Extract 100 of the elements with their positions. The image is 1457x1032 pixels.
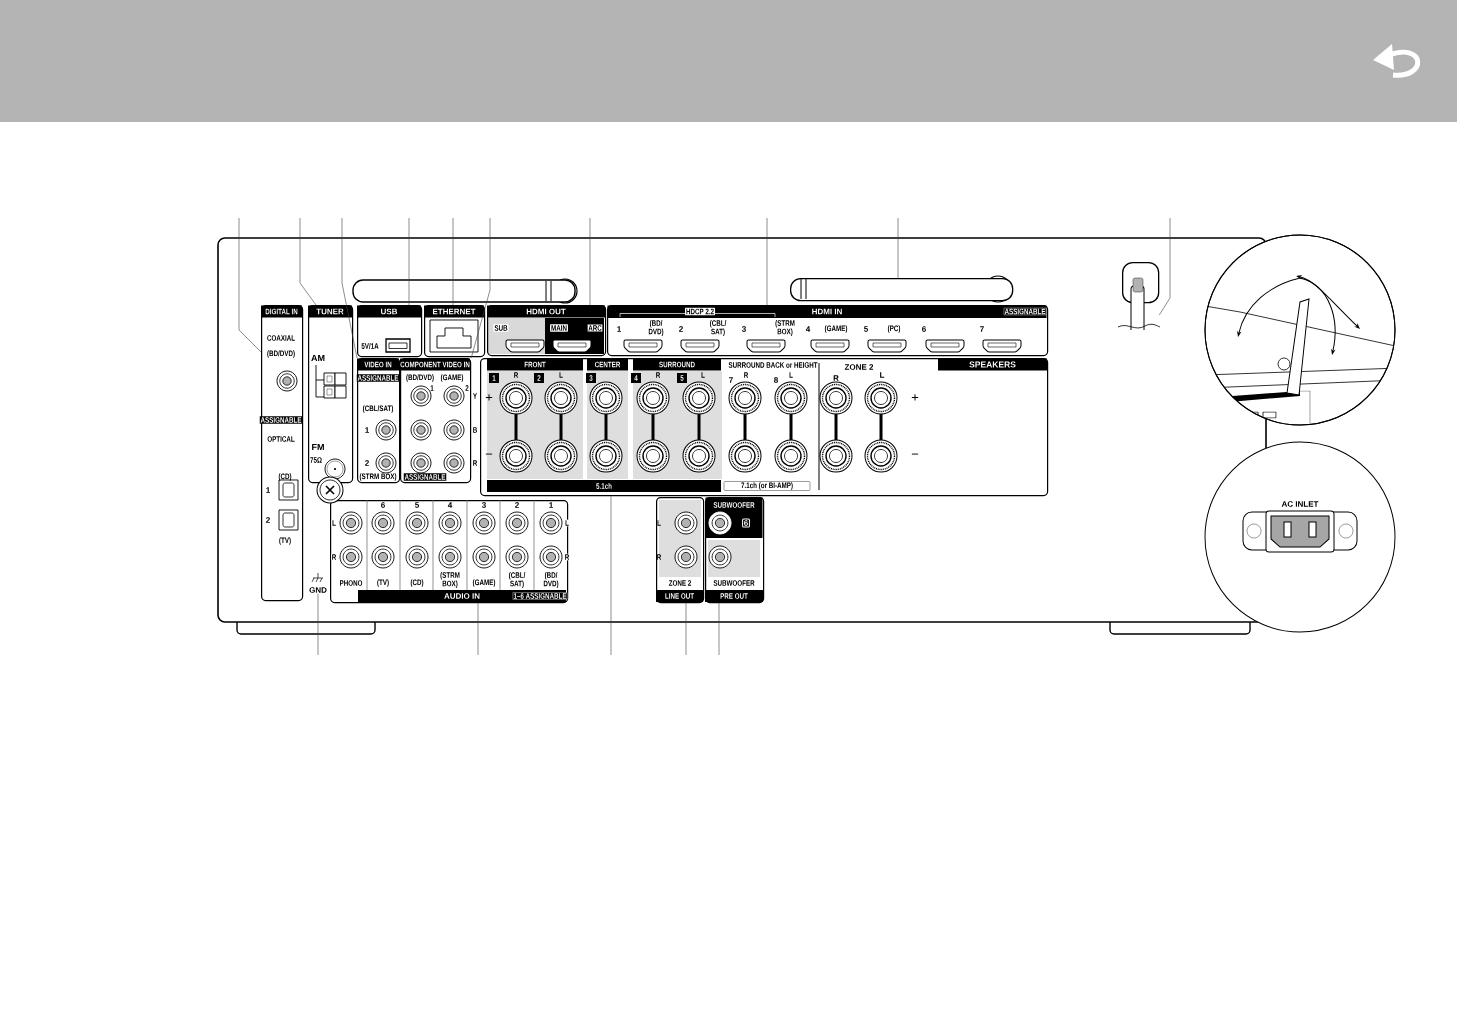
leader-line (238, 217, 262, 353)
port-label: (CD) (410, 579, 424, 587)
label-tag: ASSIGNABLE (259, 416, 303, 424)
connector-panel (607, 305, 1049, 357)
ground-terminal (309, 572, 327, 593)
port-label: 5 (864, 326, 868, 332)
port-label: (GAME) (440, 374, 464, 382)
leader-line (766, 217, 768, 306)
port-label: SUBWOOFER (713, 502, 755, 508)
port-label: ZONE 2 (844, 364, 874, 370)
channel-number: 2 (534, 373, 544, 383)
label-tag: ASSIGNABLE (356, 374, 400, 382)
port-label: (STRM BOX) (775, 320, 795, 336)
port-label: L (701, 372, 705, 378)
port-label: R (514, 372, 519, 378)
port-label: 1 (266, 487, 270, 493)
leader-line (718, 602, 720, 656)
port-label: 8 (774, 377, 778, 383)
connector-panel (330, 499, 570, 604)
section-heading: ETHERNET (424, 305, 484, 318)
channel-number: 4 (631, 373, 641, 383)
leader-line (610, 495, 612, 656)
port-label: (TV) (279, 537, 291, 545)
port-label: 2 (365, 460, 369, 466)
port-label: 6 (381, 502, 385, 508)
port-label: (STRM BOX) (440, 572, 460, 588)
port-label: (BD/ DVD) (648, 320, 664, 336)
connector-panel (705, 497, 765, 604)
port-label: (BD/ DVD) (543, 572, 559, 588)
section-heading: COMPONENT VIDEO IN (400, 358, 470, 371)
port-label: 75Ω (310, 457, 322, 463)
section-heading: DIGITAL IN (261, 305, 302, 318)
port-label: 4 (447, 502, 453, 508)
port-label: HDCP 2.2 (684, 307, 716, 316)
inset-circle (1204, 441, 1396, 633)
leader-line (408, 217, 410, 306)
port-label: SUB (493, 324, 509, 332)
port-label: (CBL/ SAT) (509, 572, 526, 588)
port-label: (STRM BOX) (359, 473, 397, 481)
port-label: 2 (515, 502, 519, 508)
port-label: L (331, 519, 337, 527)
section-heading: SURROUND (633, 358, 721, 371)
port-label: (CBL/ SAT) (710, 320, 727, 336)
port-label: SURROUND BACK or HEIGHT (728, 362, 818, 368)
port-label: 1 (365, 427, 369, 433)
port-label: COAXIAL (267, 335, 295, 341)
port-label: R (657, 554, 662, 560)
port-label: (CBL/SAT) (362, 405, 394, 413)
leader-line (470, 217, 491, 359)
port-label: R (473, 460, 478, 466)
port-label: L (789, 372, 793, 378)
port-label: (GAME) (472, 579, 496, 587)
section-heading: VIDEO IN (357, 358, 399, 371)
port-label: L (564, 519, 570, 527)
port-label: L (880, 372, 885, 378)
connector-panel (400, 358, 478, 484)
label-tag: 7.1ch (or BI-AMP) (723, 481, 811, 491)
label-tag: 1–6 ASSIGNABLE (512, 592, 568, 600)
leader-line (477, 602, 479, 656)
connector-panel (424, 305, 486, 358)
port-label: (PC) (887, 325, 901, 333)
port-label: Y (473, 393, 477, 399)
port-label: 5 (415, 502, 419, 508)
port-label: L (657, 520, 661, 526)
label-tag: ARC (587, 324, 603, 332)
connector-panel (308, 305, 354, 484)
port-label: L (559, 372, 563, 378)
port-label: R (656, 372, 661, 378)
leader-line (1159, 217, 1171, 316)
section-heading: CENTER (587, 358, 628, 371)
port-label: 3 (481, 502, 486, 508)
port-label: GND (309, 587, 327, 593)
port-label: FM (312, 443, 324, 451)
port-label: 2 (465, 385, 469, 391)
polarity-sign: + (911, 394, 919, 401)
port-label: B (473, 427, 477, 433)
connector-panel (259, 305, 304, 602)
label-tag: ASSIGNABLE (1003, 307, 1047, 316)
channel-number: 6 (742, 518, 750, 528)
port-label: 2 (679, 326, 683, 332)
section-heading: TUNER (308, 305, 352, 318)
port-label: 6 (922, 326, 926, 332)
connector-panel (357, 305, 423, 358)
leader-line (317, 593, 319, 656)
port-label: ZONE 2 (668, 580, 691, 586)
channel-number: 5 (677, 373, 687, 383)
port-label: PHONO (340, 580, 363, 586)
port-label: (TV) (377, 579, 389, 587)
label-tag: ASSIGNABLE (403, 473, 447, 481)
port-label: R (833, 375, 839, 381)
port-label: AC INLET (1281, 501, 1319, 507)
section-heading: LINE OUT (656, 590, 703, 602)
port-label: SUBWOOFER (713, 580, 755, 586)
leader-line (299, 217, 317, 306)
polarity-sign: − (911, 453, 919, 455)
port-label: (BD/DVD) (406, 374, 434, 382)
port-label: 1 (430, 385, 434, 391)
section-heading: PRE OUT (705, 590, 763, 602)
section-heading: USB (357, 305, 421, 318)
port-label: 2 (266, 517, 270, 523)
